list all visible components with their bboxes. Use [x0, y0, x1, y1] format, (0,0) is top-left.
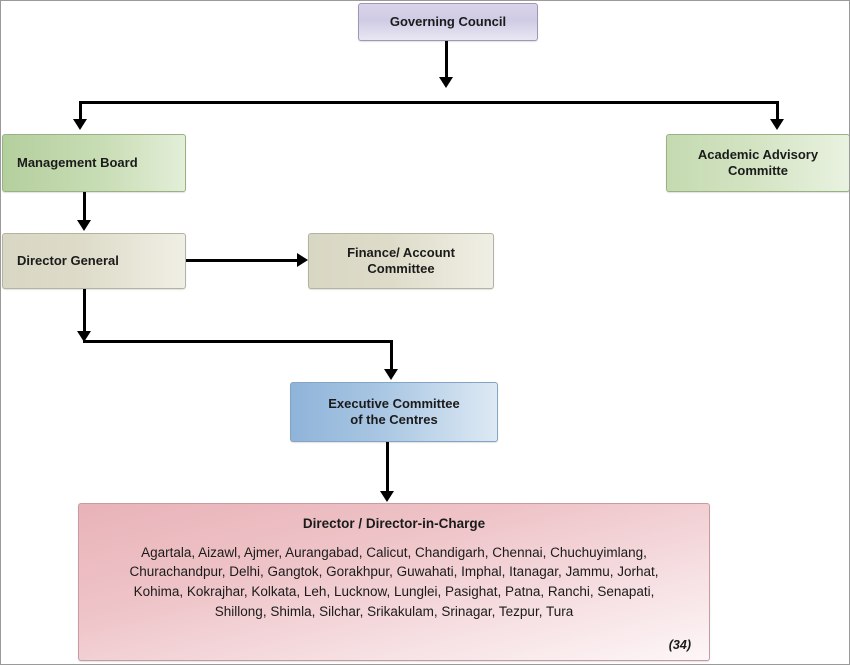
node-director-director-in-charge[interactable]: Director / Director-in-Charge Agartala, …	[78, 503, 710, 661]
connector-management-drop	[79, 101, 82, 119]
connector-dg-across	[83, 340, 393, 343]
connector-governing-bus	[79, 101, 779, 104]
node-academic-advisory-line2: Committe	[728, 163, 788, 178]
node-management-board-label: Management Board	[17, 154, 138, 170]
arrow-director-in-charge	[380, 491, 394, 502]
node-finance-committee-line2: Committee	[367, 261, 435, 276]
node-finance-account-committee[interactable]: Finance/ Account Committee	[308, 233, 494, 289]
connector-exec-director	[386, 442, 389, 491]
node-director-title: Director / Director-in-Charge	[302, 516, 486, 531]
node-executive-committee-of-the-centres[interactable]: Executive Committee of the Centres	[290, 382, 498, 442]
arrow-executive-committee	[384, 369, 398, 380]
node-academic-advisory-committee[interactable]: Academic Advisory Committe	[666, 134, 849, 192]
connector-exec-drop	[390, 340, 393, 369]
connector-governing-stem-lower	[445, 75, 448, 77]
node-executive-committee-line2: of the Centres	[350, 412, 438, 427]
node-director-centres-list: Agartala, Aizawl, Ajmer, Aurangabad, Cal…	[129, 544, 659, 619]
node-director-general[interactable]: Director General	[2, 233, 186, 289]
connector-governing-stem	[445, 41, 448, 75]
node-management-board[interactable]: Management Board	[2, 134, 186, 192]
arrow-finance-committee	[297, 253, 308, 267]
connector-dg-down	[83, 289, 86, 331]
connector-dg-finance	[186, 259, 298, 262]
node-academic-advisory-line1: Academic Advisory	[697, 146, 819, 162]
arrow-dg-elbow	[77, 331, 91, 342]
arrow-academic-advisory	[770, 119, 784, 130]
node-governing-council[interactable]: Governing Council	[358, 3, 538, 41]
node-executive-committee-line1: Executive Committee	[328, 395, 460, 411]
connector-mb-dg	[83, 192, 86, 220]
arrow-management-board	[73, 119, 87, 130]
connector-academic-drop	[776, 101, 779, 119]
node-finance-committee-line1: Finance/ Account	[347, 244, 455, 260]
arrow-governing-center	[439, 77, 453, 88]
node-director-general-label: Director General	[17, 252, 119, 268]
node-governing-council-label: Governing Council	[389, 13, 507, 29]
node-director-count-badge: (34)	[668, 638, 691, 653]
arrow-director-general	[77, 220, 91, 231]
